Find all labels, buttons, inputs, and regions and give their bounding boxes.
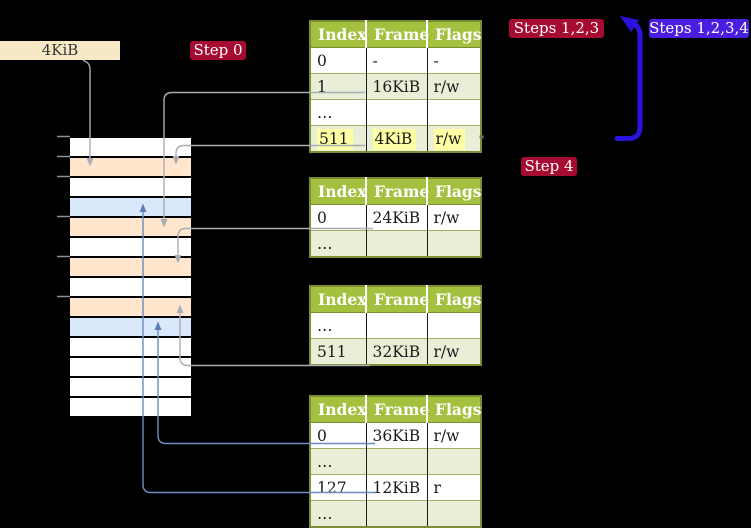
table-cell: 12KiB — [365, 474, 427, 501]
table-cell: … — [310, 500, 366, 527]
table-cell: 0 — [310, 47, 366, 74]
table-cell — [365, 500, 427, 527]
column-header-frame: Frame — [365, 286, 429, 313]
table-cell — [365, 230, 427, 257]
loop-arrow-steps-1-2-3-4 — [614, 22, 643, 141]
memory-frame-row-white — [70, 238, 191, 258]
page-size-label: 4KiB — [0, 41, 120, 60]
badge-step-0: Step 0 — [190, 41, 246, 60]
column-header-index: Index — [310, 21, 366, 48]
memory-frame-row-white — [70, 398, 191, 418]
table-row: 511 4KiB r/w — [310, 125, 481, 152]
table-cell: 32KiB — [365, 338, 427, 365]
table-row: … — [310, 99, 481, 126]
table-cell: … — [310, 99, 366, 126]
table-cell: … — [310, 448, 366, 475]
column-header-index: Index — [310, 178, 366, 205]
column-header-index: Index — [310, 396, 366, 423]
table-row: 0-- — [310, 47, 481, 74]
memory-frame-row-white — [70, 338, 191, 358]
table-row: … — [310, 448, 481, 475]
table-cell: 1 — [310, 73, 366, 100]
column-header-flags: Flags — [426, 178, 482, 205]
table-cell: 127 — [310, 474, 366, 501]
table-cell: r — [426, 474, 481, 501]
column-header-index: Index — [310, 286, 366, 313]
table-cell: 0 — [310, 204, 366, 231]
table-cell: r/w — [426, 204, 481, 231]
memory-offset-ticks — [57, 135, 70, 298]
table-cell: 16KiB — [365, 73, 427, 100]
highlighted-value: 511 — [317, 128, 353, 150]
column-header-flags: Flags — [426, 396, 482, 423]
table-row: … — [310, 230, 481, 257]
memory-frame-row-white — [70, 378, 191, 398]
memory-frame-row-white — [70, 178, 191, 198]
table-cell — [365, 448, 427, 475]
column-header-frame: Frame — [365, 396, 429, 423]
memory-frame-row-orange — [70, 158, 191, 178]
memory-frame-row-white — [70, 358, 191, 378]
badge-steps-1-2-3: Steps 1,2,3 — [509, 19, 604, 38]
table-row: … — [310, 500, 481, 527]
table-cell — [426, 230, 481, 257]
table-cell: r/w — [426, 338, 481, 365]
badge-step-4: Step 4 — [521, 157, 577, 176]
memory-frame-row-orange — [70, 298, 191, 318]
table-cell — [365, 99, 427, 126]
physical-memory-strip — [70, 136, 191, 418]
table-cell: r/w — [426, 125, 481, 152]
table-cell — [426, 99, 481, 126]
table-cell: r/w — [426, 422, 481, 449]
table-cell: - — [426, 47, 481, 74]
table-cell: 511 — [310, 125, 366, 152]
table-cell: … — [310, 312, 366, 339]
table-cell — [426, 500, 481, 527]
highlighted-value: r/w — [433, 128, 466, 150]
column-header-frame: Frame — [365, 21, 429, 48]
memory-frame-row-blue — [70, 198, 191, 218]
memory-frame-row-blue — [70, 318, 191, 338]
table-cell: 36KiB — [365, 422, 427, 449]
loop-arrow-head — [620, 16, 639, 32]
column-header-flags: Flags — [426, 21, 482, 48]
table-cell: 511 — [310, 338, 366, 365]
table-cell: - — [365, 47, 427, 74]
highlighted-value: 4KiB — [372, 128, 417, 150]
table-cell: 4KiB — [365, 125, 427, 152]
table-cell: 24KiB — [365, 204, 427, 231]
table-cell — [426, 312, 481, 339]
table-cell: … — [310, 230, 366, 257]
table-cell: r/w — [426, 73, 481, 100]
memory-frame-row-orange — [70, 218, 191, 238]
table-cell — [426, 448, 481, 475]
memory-frame-row-white — [70, 278, 191, 298]
column-header-frame: Frame — [365, 178, 429, 205]
table-row: … — [310, 312, 481, 339]
memory-frame-row-white — [70, 136, 191, 158]
table-cell: 0 — [310, 422, 366, 449]
column-header-flags: Flags — [426, 286, 482, 313]
memory-frame-row-orange — [70, 258, 191, 278]
table-cell — [365, 312, 427, 339]
badge-steps-1-2-3-4: Steps 1,2,3,4 — [649, 19, 749, 38]
